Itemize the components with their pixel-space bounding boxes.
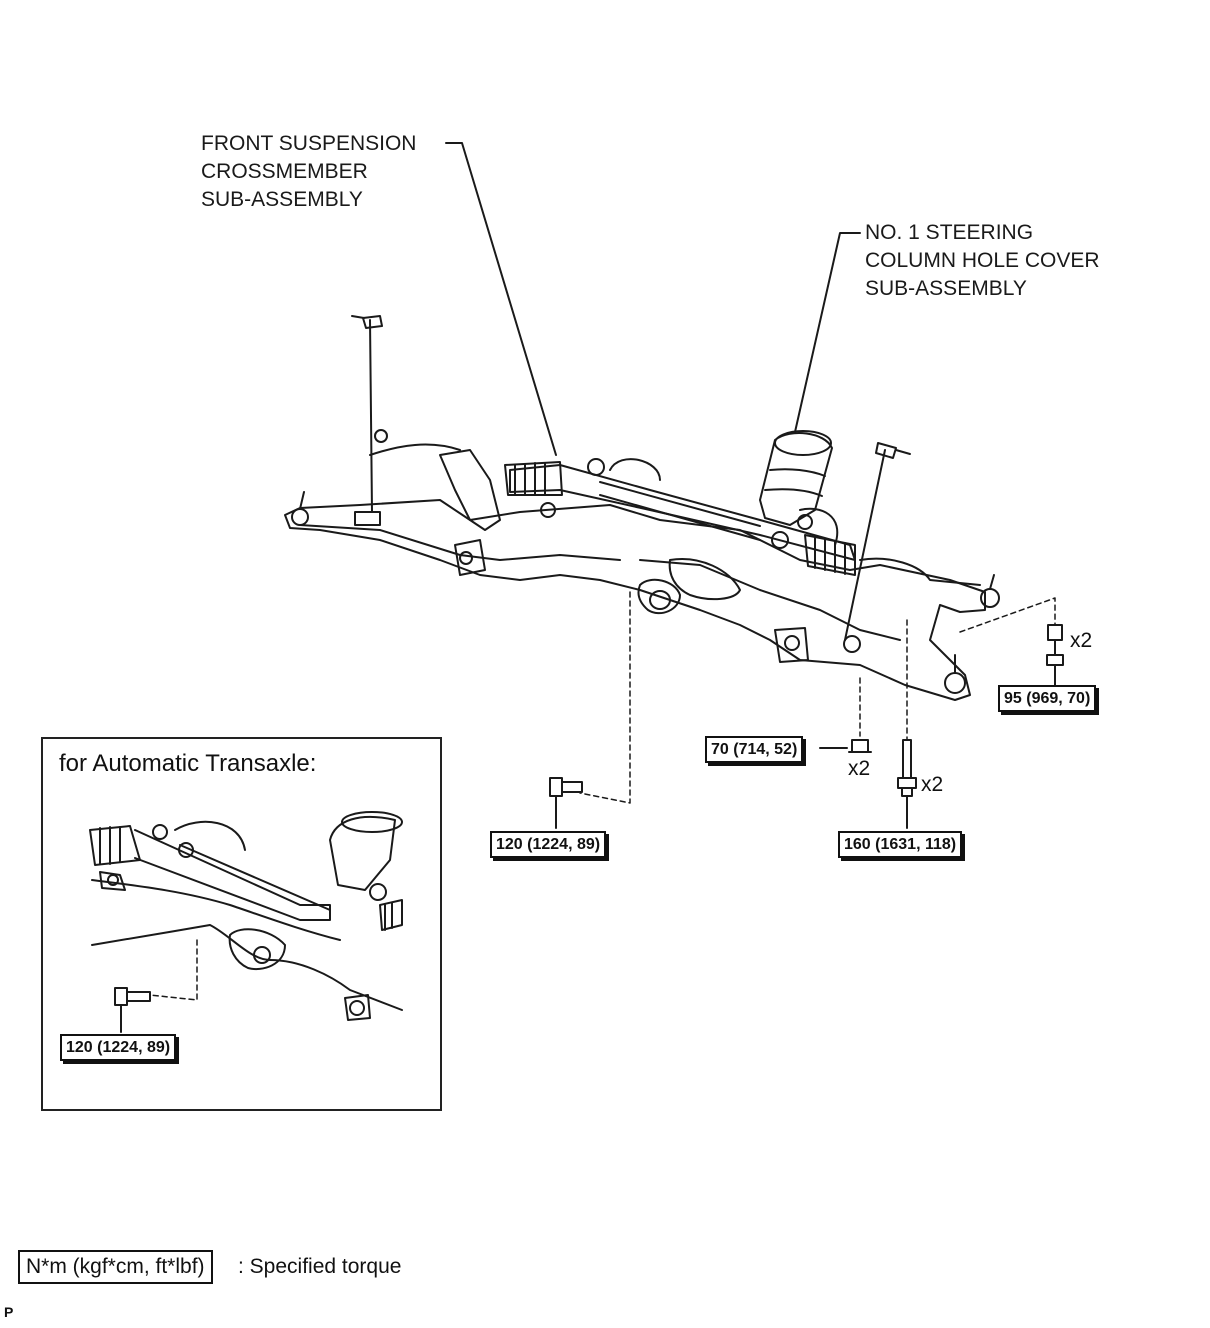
torque-center-nut: 70 (714, 52) xyxy=(705,736,804,763)
hole-cover-leader xyxy=(794,232,861,433)
crossmember-body xyxy=(284,499,986,701)
torque-front-bolt: 120 (1224, 89) xyxy=(490,831,607,858)
legend-meaning: : Specified torque xyxy=(238,1255,402,1278)
hole-cover-label: NO. 1 STEERING COLUMN HOLE COVER SUB-ASS… xyxy=(865,219,1100,303)
right-bellows xyxy=(804,534,856,576)
inset-bolt-icon xyxy=(114,987,151,1033)
legend-unit-box: N*m (kgf*cm, ft*lbf) xyxy=(18,1250,213,1284)
torque-long-bolt: 160 (1631, 118) xyxy=(838,831,963,858)
hole-cover-label-line-2: COLUMN HOLE COVER xyxy=(865,249,1100,272)
crossmember-label-line-1: FRONT SUSPENSION xyxy=(201,132,417,155)
qty-rear-bolt: x2 xyxy=(1070,629,1093,652)
hole-cover-label-line-3: SUB-ASSEMBLY xyxy=(865,277,1027,300)
automatic-transaxle-inset: for Automatic Transaxle: xyxy=(41,737,442,1111)
hole-cover-label-line-1: NO. 1 STEERING xyxy=(865,221,1034,244)
crossmember-leader xyxy=(445,142,557,456)
crossmember-label-line-3: SUB-ASSEMBLY xyxy=(201,188,363,211)
torque-inset-bolt: 120 (1224, 89) xyxy=(60,1034,177,1061)
inset-drawing xyxy=(89,811,403,1021)
qty-long-bolt: x2 xyxy=(921,773,944,796)
crossmember-label-line-2: CROSSMEMBER xyxy=(201,160,368,183)
footer-mark: P xyxy=(4,1304,14,1320)
left-bellows xyxy=(504,461,563,496)
long-bolt-icon xyxy=(897,739,917,829)
center-nut-icon xyxy=(819,739,872,753)
inset-title: for Automatic Transaxle: xyxy=(59,750,317,777)
left-stabilizer-link xyxy=(369,319,373,513)
crossmember-label: FRONT SUSPENSION CROSSMEMBER SUB-ASSEMBL… xyxy=(201,130,416,214)
torque-rear-bolt: 95 (969, 70) xyxy=(998,685,1097,712)
rear-bolt-icon xyxy=(1046,624,1064,686)
right-stabilizer-link xyxy=(844,449,886,641)
hole-cover xyxy=(759,432,833,526)
front-bolt-icon xyxy=(549,777,583,829)
qty-center-nut: x2 xyxy=(848,757,871,780)
